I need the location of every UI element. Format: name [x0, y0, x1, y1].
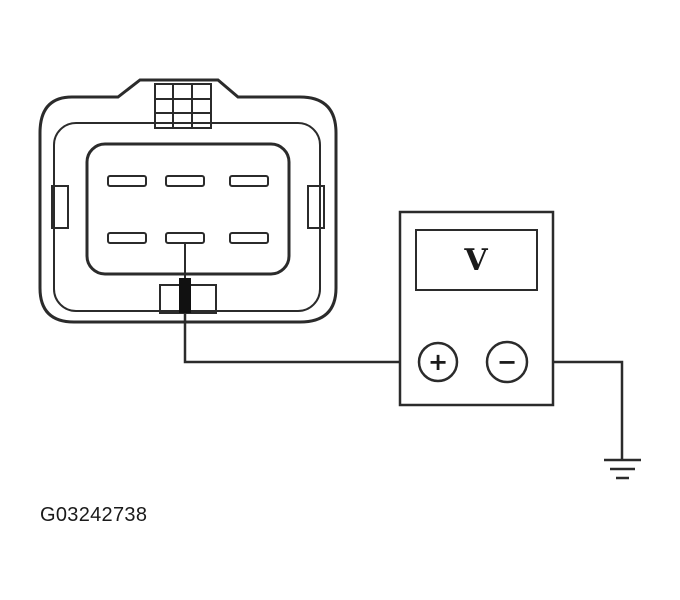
connector-right-ear: [307, 185, 325, 229]
connector-pin-1: [107, 175, 147, 187]
voltmeter: V + −: [398, 210, 555, 407]
negative-terminal: [485, 340, 529, 384]
negative-test-lead: [529, 360, 624, 460]
figure-id: G03242738: [40, 504, 148, 526]
positive-test-lead: [183, 313, 419, 364]
voltmeter-display-label: V: [463, 243, 488, 278]
connector-outer-housing: [38, 78, 338, 324]
ground-symbol-icon: [604, 458, 641, 480]
connector-pin-6: [229, 232, 269, 244]
positive-terminal: [417, 341, 459, 383]
connector-pin-3: [229, 175, 269, 187]
connector-pin-4: [107, 232, 147, 244]
positive-terminal-label: +: [428, 348, 448, 376]
connector-pin-5: [165, 232, 205, 244]
voltmeter-display: [415, 229, 538, 291]
connector-pins: [107, 175, 269, 244]
test-probe: [179, 243, 191, 313]
connector-pin-cavity: [85, 142, 291, 276]
connector-pin-2: [165, 175, 205, 187]
negative-terminal-label: −: [497, 348, 517, 376]
connector-lock-tab: [154, 83, 212, 129]
test-probe-tip: [179, 278, 191, 313]
connector-left-ear: [51, 185, 69, 229]
